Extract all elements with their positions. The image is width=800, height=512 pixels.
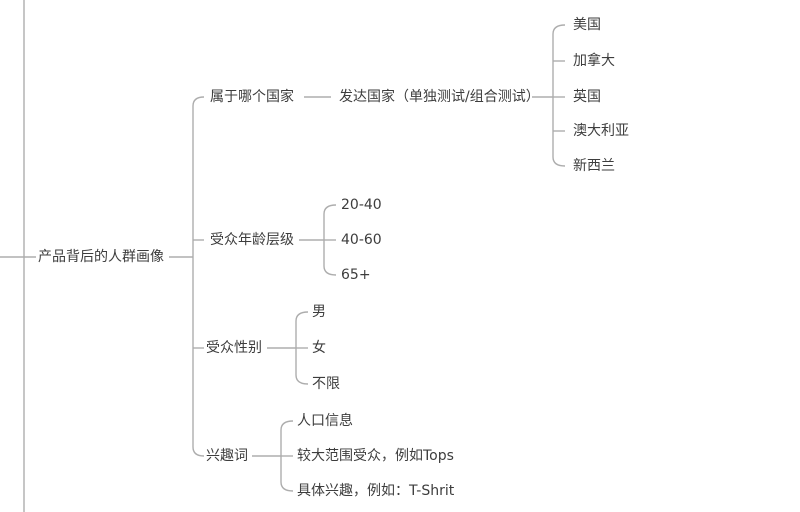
node-gender-unlimited[interactable]: 不限 bbox=[312, 376, 340, 392]
node-age-65-plus[interactable]: 65+ bbox=[341, 267, 371, 283]
node-demographic-info[interactable]: 人口信息 bbox=[297, 413, 353, 429]
node-country-question[interactable]: 属于哪个国家 bbox=[210, 89, 294, 105]
node-developed-countries[interactable]: 发达国家（单独测试/组合测试） bbox=[339, 89, 540, 105]
node-new-zealand[interactable]: 新西兰 bbox=[573, 158, 615, 174]
node-gender-female[interactable]: 女 bbox=[312, 340, 326, 356]
node-specific-interest[interactable]: 具体兴趣，例如：T-Shrit bbox=[297, 483, 455, 499]
node-canada[interactable]: 加拿大 bbox=[573, 53, 615, 69]
node-broad-audience[interactable]: 较大范围受众，例如Tops bbox=[297, 448, 454, 464]
node-gender[interactable]: 受众性别 bbox=[206, 340, 262, 356]
node-age-20-40[interactable]: 20-40 bbox=[341, 197, 382, 213]
node-australia[interactable]: 澳大利亚 bbox=[573, 123, 629, 139]
node-age-level[interactable]: 受众年龄层级 bbox=[210, 232, 294, 248]
node-gender-male[interactable]: 男 bbox=[312, 304, 326, 320]
node-age-40-60[interactable]: 40-60 bbox=[341, 232, 382, 248]
node-uk[interactable]: 英国 bbox=[573, 89, 601, 105]
node-usa[interactable]: 美国 bbox=[573, 17, 601, 33]
branches-spine bbox=[192, 96, 205, 457]
node-interest-words[interactable]: 兴趣词 bbox=[206, 448, 248, 464]
countries-spine bbox=[552, 24, 566, 167]
node-root[interactable]: 产品背后的人群画像 bbox=[38, 249, 164, 265]
